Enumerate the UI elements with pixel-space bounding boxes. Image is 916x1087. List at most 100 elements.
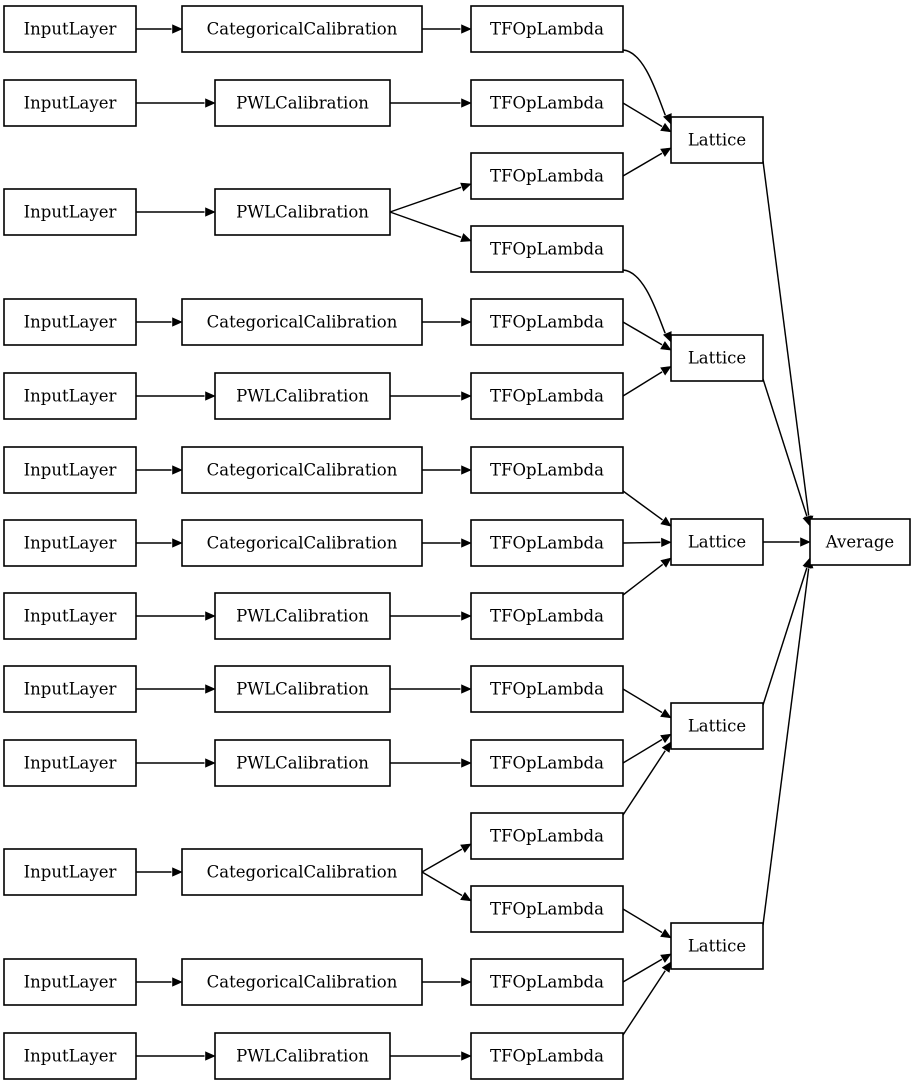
node-box[interactable] <box>470 372 624 420</box>
node-box[interactable] <box>214 79 391 127</box>
node-box[interactable] <box>3 188 137 236</box>
node-pwlcalibration[interactable]: PWLCalibration <box>214 372 391 420</box>
node-box[interactable] <box>470 812 624 860</box>
node-input-layer[interactable]: InputLayer <box>3 592 137 640</box>
node-tfop-lambda[interactable]: TFOpLambda <box>470 446 624 494</box>
node-box[interactable] <box>3 958 137 1006</box>
node-categorical-calibration[interactable]: CategoricalCalibration <box>181 446 423 494</box>
node-pwlcalibration[interactable]: PWLCalibration <box>214 188 391 236</box>
edge-lattice-to-average <box>762 160 814 527</box>
node-box[interactable] <box>214 188 391 236</box>
node-box[interactable] <box>670 334 764 382</box>
node-box[interactable] <box>470 5 624 53</box>
node-input-layer[interactable]: InputLayer <box>3 519 137 567</box>
node-tfop-lambda[interactable]: TFOpLambda <box>470 79 624 127</box>
node-categorical-calibration[interactable]: CategoricalCalibration <box>181 5 423 53</box>
node-box[interactable] <box>470 592 624 640</box>
node-categorical-calibration[interactable]: CategoricalCalibration <box>181 298 423 346</box>
node-box[interactable] <box>470 446 624 494</box>
node-box[interactable] <box>181 519 423 567</box>
node-pwlcalibration[interactable]: PWLCalibration <box>214 592 391 640</box>
node-tfop-lambda[interactable]: TFOpLambda <box>470 812 624 860</box>
node-pwlcalibration[interactable]: PWLCalibration <box>214 79 391 127</box>
node-input-layer[interactable]: InputLayer <box>3 958 137 1006</box>
node-pwlcalibration[interactable]: PWLCalibration <box>214 665 391 713</box>
node-input-layer[interactable]: InputLayer <box>3 372 137 420</box>
node-tfop-lambda[interactable]: TFOpLambda <box>470 5 624 53</box>
node-tfop-lambda[interactable]: TFOpLambda <box>470 372 624 420</box>
node-input-layer[interactable]: InputLayer <box>3 5 137 53</box>
node-box[interactable] <box>470 519 624 567</box>
node-categorical-calibration[interactable]: CategoricalCalibration <box>181 848 423 896</box>
node-input-layer[interactable]: InputLayer <box>3 1032 137 1080</box>
node-input-layer[interactable]: InputLayer <box>3 665 137 713</box>
node-box[interactable] <box>3 372 137 420</box>
node-box[interactable] <box>809 518 911 566</box>
node-tfop-lambda[interactable]: TFOpLambda <box>470 519 624 567</box>
node-box[interactable] <box>470 225 624 273</box>
node-box[interactable] <box>3 79 137 127</box>
node-pwlcalibration[interactable]: PWLCalibration <box>214 739 391 787</box>
node-box[interactable] <box>3 739 137 787</box>
node-input-layer[interactable]: InputLayer <box>3 848 137 896</box>
node-average[interactable]: Average <box>809 518 911 566</box>
node-box[interactable] <box>3 298 137 346</box>
node-box[interactable] <box>3 665 137 713</box>
node-lattice[interactable]: Lattice <box>670 518 764 566</box>
node-box[interactable] <box>670 922 764 970</box>
node-input-layer[interactable]: InputLayer <box>3 188 137 236</box>
node-tfop-lambda[interactable]: TFOpLambda <box>470 665 624 713</box>
node-box[interactable] <box>3 592 137 640</box>
node-box[interactable] <box>470 885 624 933</box>
node-box[interactable] <box>670 116 764 164</box>
node-input-layer[interactable]: InputLayer <box>3 446 137 494</box>
node-categorical-calibration[interactable]: CategoricalCalibration <box>181 958 423 1006</box>
node-input-layer[interactable]: InputLayer <box>3 79 137 127</box>
node-box[interactable] <box>3 5 137 53</box>
node-box[interactable] <box>181 848 423 896</box>
node-pwlcalibration[interactable]: PWLCalibration <box>214 1032 391 1080</box>
node-input-layer[interactable]: InputLayer <box>3 298 137 346</box>
node-box[interactable] <box>3 519 137 567</box>
node-box[interactable] <box>3 1032 137 1080</box>
node-box[interactable] <box>3 446 137 494</box>
node-categorical-calibration[interactable]: CategoricalCalibration <box>181 519 423 567</box>
node-lattice[interactable]: Lattice <box>670 334 764 382</box>
node-tfop-lambda[interactable]: TFOpLambda <box>470 885 624 933</box>
node-box[interactable] <box>181 446 423 494</box>
node-box[interactable] <box>670 518 764 566</box>
node-box[interactable] <box>214 665 391 713</box>
node-input-layer[interactable]: InputLayer <box>3 739 137 787</box>
node-box[interactable] <box>470 152 624 200</box>
node-box[interactable] <box>181 298 423 346</box>
node-box[interactable] <box>470 665 624 713</box>
node-box[interactable] <box>670 702 764 750</box>
node-box[interactable] <box>470 958 624 1006</box>
node-box[interactable] <box>470 79 624 127</box>
node-box[interactable] <box>181 958 423 1006</box>
node-box[interactable] <box>470 1032 624 1080</box>
node-box[interactable] <box>181 5 423 53</box>
node-tfop-lambda[interactable]: TFOpLambda <box>470 225 624 273</box>
node-box[interactable] <box>214 372 391 420</box>
arrow-head-icon <box>172 538 183 548</box>
node-tfop-lambda[interactable]: TFOpLambda <box>470 1032 624 1080</box>
node-box[interactable] <box>214 739 391 787</box>
node-tfop-lambda[interactable]: TFOpLambda <box>470 152 624 200</box>
node-box[interactable] <box>3 848 137 896</box>
node-tfop-lambda[interactable]: TFOpLambda <box>470 958 624 1006</box>
node-box[interactable] <box>470 298 624 346</box>
arrow-head-icon <box>660 733 672 744</box>
node-lattice[interactable]: Lattice <box>670 922 764 970</box>
edge-line <box>762 160 810 516</box>
node-box[interactable] <box>214 1032 391 1080</box>
node-box[interactable] <box>214 592 391 640</box>
node-label: InputLayer <box>24 20 117 39</box>
node-lattice[interactable]: Lattice <box>670 116 764 164</box>
node-tfop-lambda[interactable]: TFOpLambda <box>470 739 624 787</box>
node-box[interactable] <box>470 739 624 787</box>
node-lattice[interactable]: Lattice <box>670 702 764 750</box>
node-tfop-lambda[interactable]: TFOpLambda <box>470 592 624 640</box>
node-tfop-lambda[interactable]: TFOpLambda <box>470 298 624 346</box>
